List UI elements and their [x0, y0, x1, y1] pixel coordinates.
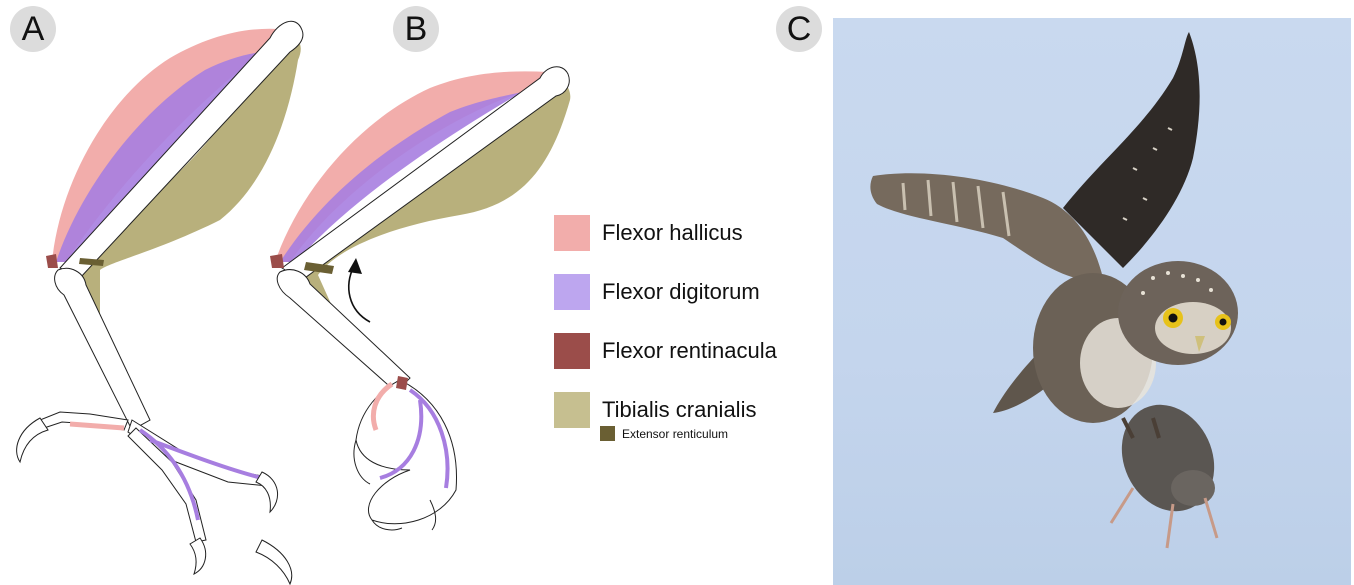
legend-item-flexor-rentinacula: Flexor rentinacula [554, 321, 777, 380]
leg-b-retinacula-spot-2 [396, 376, 408, 390]
leg-a-talon-2 [256, 472, 278, 512]
legend-label-flexor-digitorum: Flexor digitorum [602, 279, 760, 305]
curved-arrow-icon [348, 258, 370, 322]
leg-b-tarsus-bone [277, 270, 410, 392]
owl-photo [833, 18, 1351, 585]
leg-a-diagram [17, 21, 303, 584]
legend-item-extensor-renticulum: Extensor renticulum [600, 426, 728, 441]
legend-swatch-flexor-rentinacula [554, 333, 590, 369]
leg-b-diagram [270, 67, 570, 530]
leg-a-tarsus-bone [55, 268, 150, 430]
muscle-legend: Flexor hallicus Flexor digitorum Flexor … [554, 203, 777, 439]
legend-swatch-flexor-hallicus [554, 215, 590, 251]
leg-a-retinacula-spot [46, 254, 58, 268]
legend-swatch-extensor-renticulum [600, 426, 615, 441]
prey-head [1171, 470, 1215, 506]
legend-item-flexor-hallicus: Flexor hallicus [554, 203, 777, 262]
leg-b-retinacula-spot [270, 254, 284, 268]
leg-a-talon-4 [256, 540, 292, 584]
owl-left-pupil [1169, 314, 1178, 323]
owl-photo-drawing [833, 18, 1351, 585]
legend-swatch-flexor-digitorum [554, 274, 590, 310]
legend-label-flexor-rentinacula: Flexor rentinacula [602, 338, 777, 364]
leg-a-talon-1 [17, 418, 48, 462]
leg-b-curled-toes [356, 380, 457, 524]
legend-label-flexor-hallicus: Flexor hallicus [602, 220, 743, 246]
leg-a-talon-3 [190, 538, 206, 574]
owl-left-wing [870, 173, 1103, 280]
legend-swatch-tibialis-cranialis [554, 392, 590, 428]
legend-item-flexor-digitorum: Flexor digitorum [554, 262, 777, 321]
owl-right-pupil [1220, 319, 1227, 326]
legend-label-tibialis-cranialis: Tibialis cranialis [602, 397, 756, 423]
legend-label-extensor-renticulum: Extensor renticulum [622, 427, 728, 441]
